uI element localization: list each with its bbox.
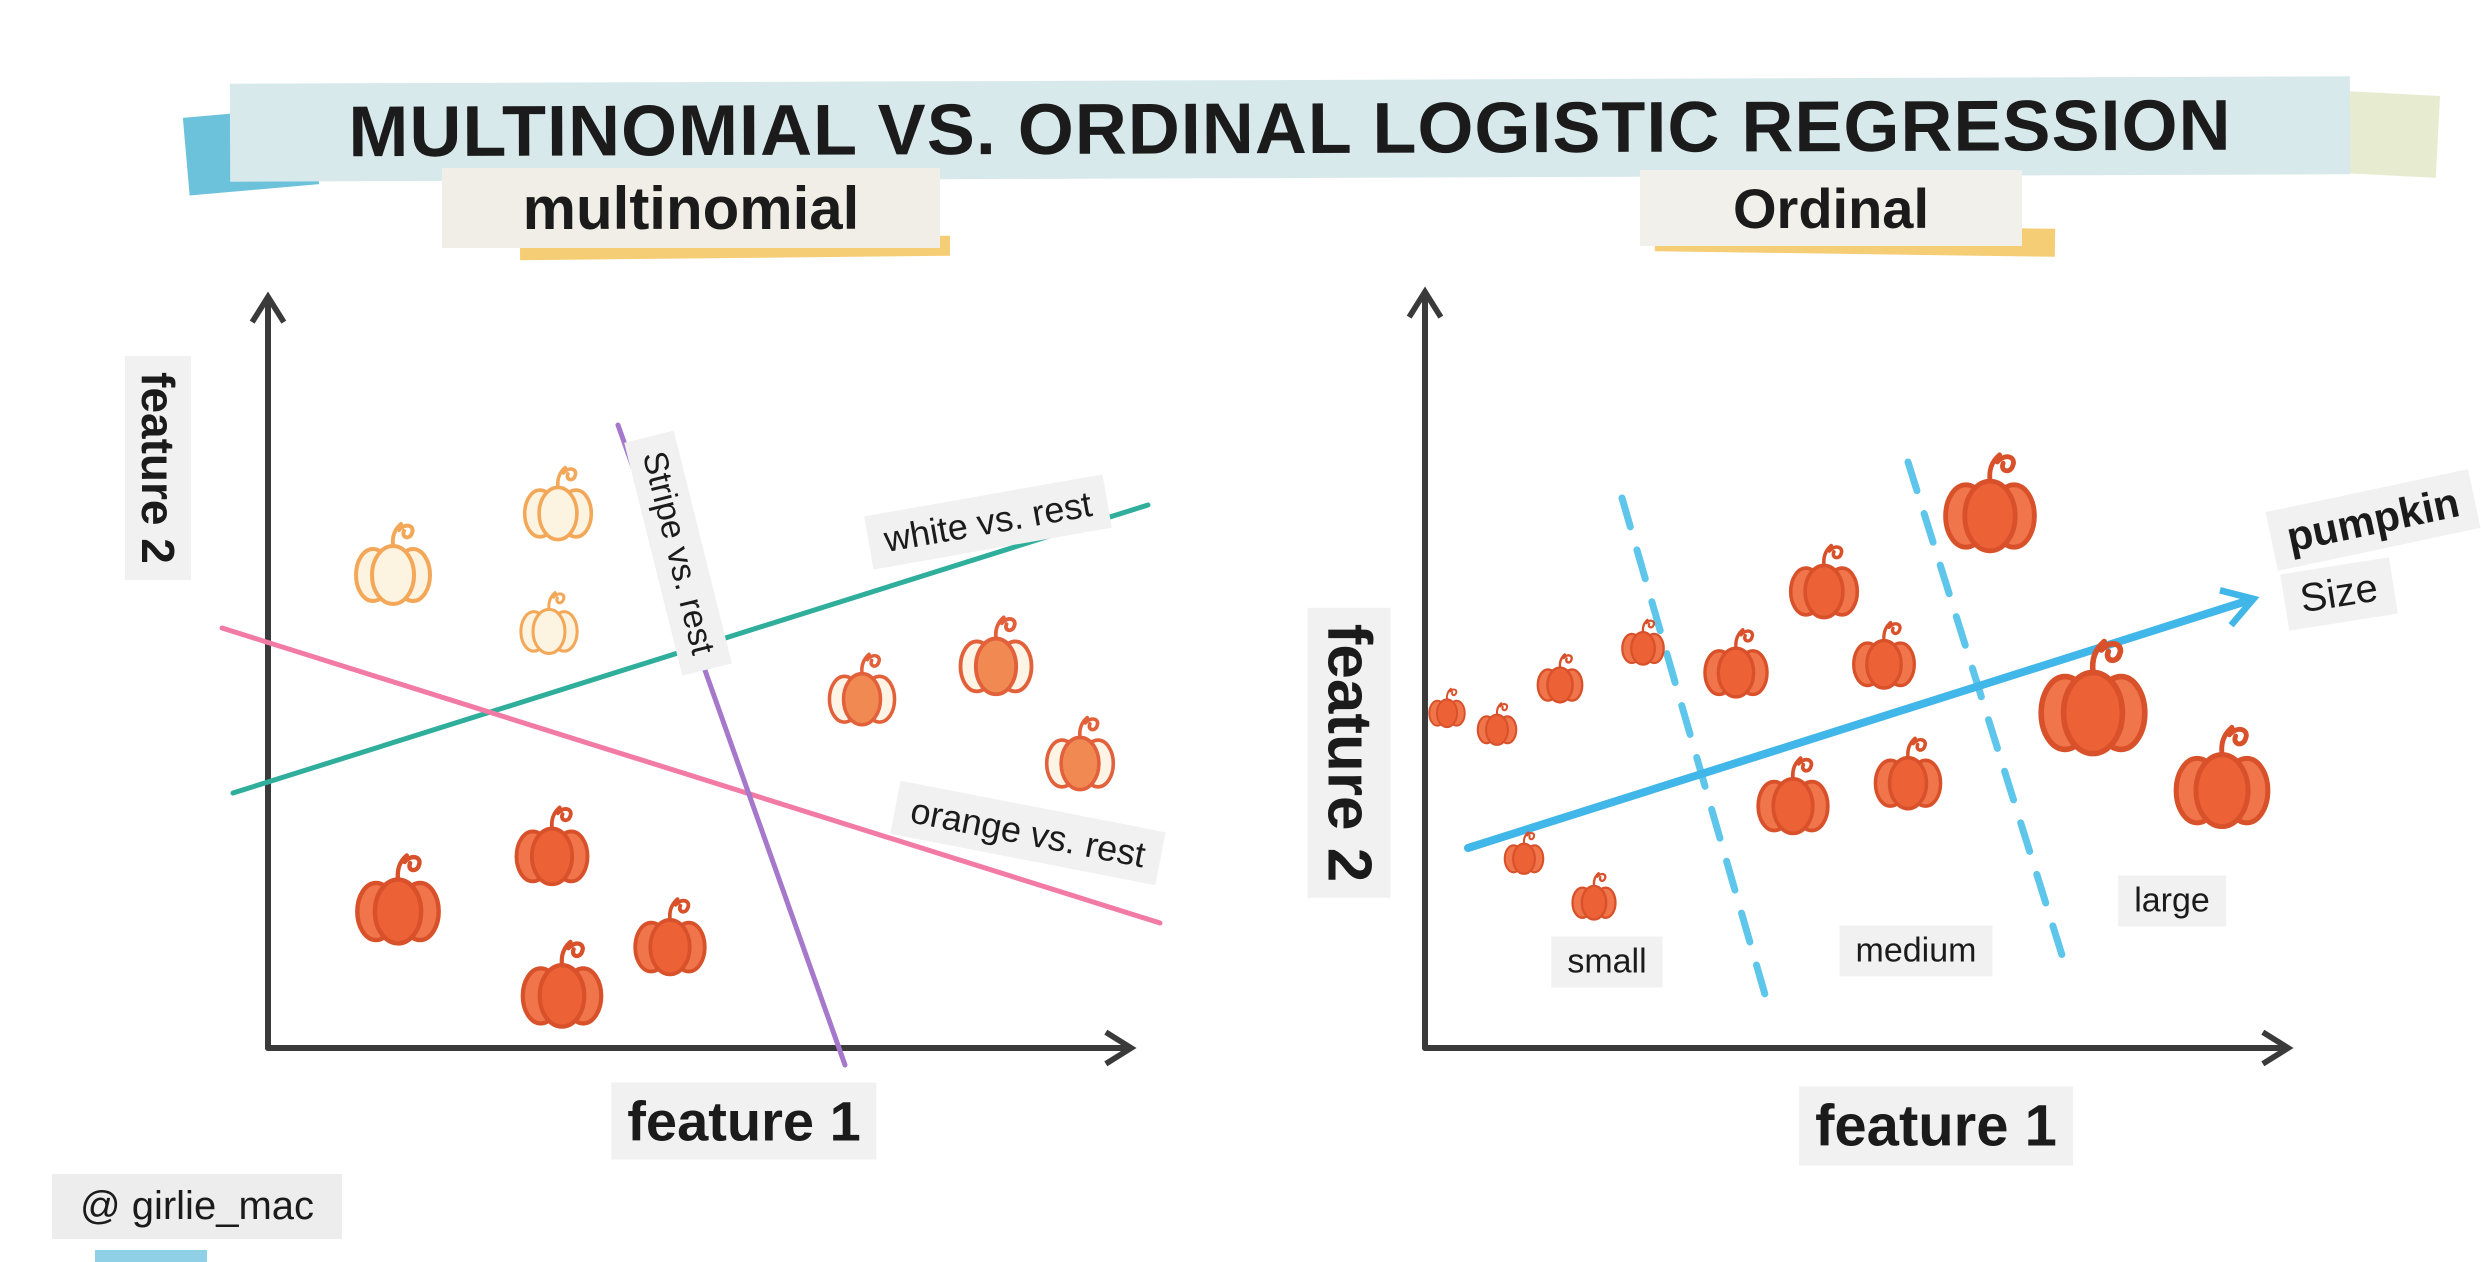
- category-label-small: small: [1551, 936, 1663, 988]
- pumpkin-solid: [357, 855, 438, 943]
- category-label-large: large: [2118, 875, 2226, 927]
- pumpkin-size-arrow: [1464, 587, 2260, 852]
- page-title: MULTINOMIAL VS. ORDINAL LOGISTIC REGRESS…: [229, 76, 2351, 182]
- pumpkin-solid: [1852, 620, 1916, 690]
- pumpkin-solid: [1873, 736, 1943, 811]
- left-y-axis-label: feature 2: [125, 356, 191, 580]
- pumpkin-solid: [633, 897, 707, 977]
- pumpkin-striped: [1044, 715, 1116, 792]
- author-credit: @ girlie_mac: [52, 1174, 343, 1239]
- pumpkin-solid: [1703, 628, 1769, 699]
- ordinal-plot: [1406, 286, 2294, 1067]
- pumpkin-solid: [514, 805, 590, 887]
- pumpkin-solid: [523, 942, 601, 1027]
- right-y-axis-label: feature 2: [1307, 607, 1391, 899]
- pumpkin-solid: [1476, 702, 1518, 746]
- pumpkin-light: [522, 465, 594, 542]
- pumpkin-solid: [1536, 653, 1584, 704]
- pumpkin-striped: [827, 652, 897, 727]
- small-medium-threshold: [1618, 494, 1772, 1009]
- pumpkin-solid: [2176, 727, 2268, 826]
- category-label-medium: medium: [1839, 925, 1993, 977]
- pumpkin-light: [519, 591, 579, 655]
- pumpkin-striped: [958, 615, 1034, 697]
- medium-large-threshold: [1904, 458, 2066, 959]
- pumpkin-light: [354, 522, 432, 606]
- blue-ink-smudge: [95, 1250, 207, 1262]
- right-x-axis-label: feature 1: [1799, 1086, 2073, 1166]
- ordinal-pumpkins: [1428, 455, 2268, 921]
- left-x-axis-label: feature 1: [611, 1082, 877, 1160]
- pumpkin-solid: [1756, 756, 1830, 836]
- ordinal-panel-title: Ordinal: [1640, 170, 2022, 246]
- pumpkin-solid: [1946, 455, 2035, 551]
- pumpkin-solid: [1788, 543, 1860, 620]
- pumpkin-solid: [1571, 871, 1617, 921]
- multinomial-plot: [219, 291, 1163, 1068]
- orange-vs-rest-boundary: [219, 625, 1163, 926]
- multinomial-panel-title: multinomial: [442, 168, 940, 248]
- pumpkin-solid: [1428, 687, 1466, 729]
